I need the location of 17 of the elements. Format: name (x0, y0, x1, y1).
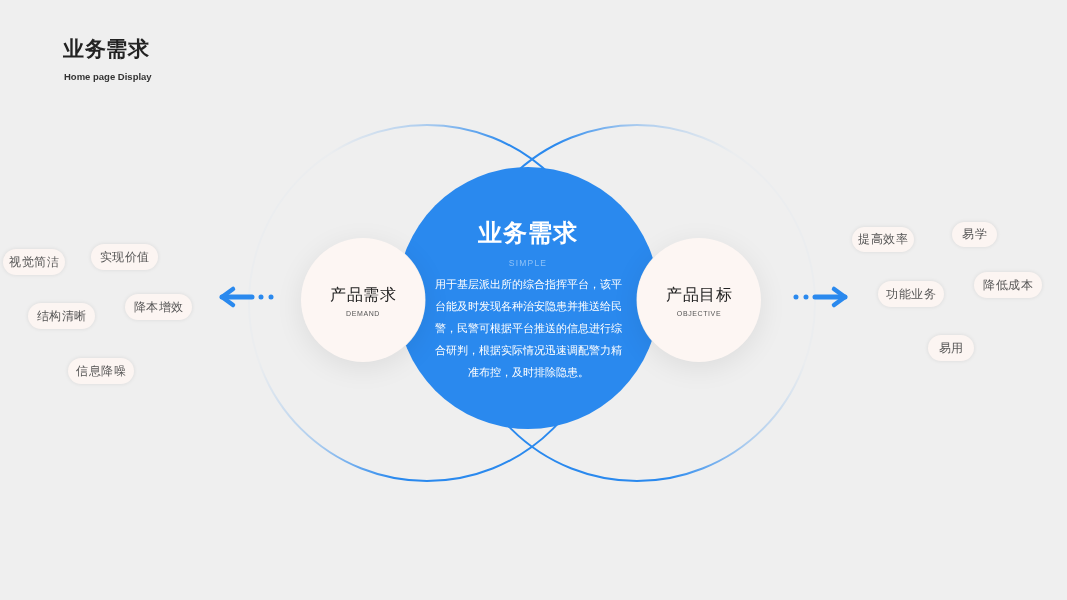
description-text: 用于基层派出所的综合指挥平台，该平台能及时发现各种治安隐患并推送给民警，民警可根据平台推送的信息进行综合研判，根据实际情况迅速调配警力精准布控，及时排除隐患。 (433, 277, 623, 380)
circle-title: 业务需求 (478, 219, 578, 247)
keyword-tag: 结构清晰 (28, 303, 95, 329)
page-title: 业务需求 (63, 37, 149, 61)
keyword-tag: 降本增效 (125, 294, 192, 320)
keyword-tag: 实现价值 (91, 244, 158, 270)
circle-subtitle: SIMPLE (508, 258, 548, 269)
page-subtitle: Home page Display (64, 71, 152, 83)
keyword-tag: 功能业务 (878, 281, 944, 307)
keyword-tag: 视觉简洁 (3, 249, 65, 275)
circle-title: 产品需求 (330, 285, 396, 305)
keyword-tag: 信息降噪 (68, 358, 134, 384)
keyword-tag: 易学 (952, 222, 997, 247)
keyword-tag: 提高效率 (852, 227, 914, 252)
keyword-tag: 易用 (928, 335, 974, 361)
keyword-tag: 降低成本 (974, 272, 1042, 298)
circle-title: 产品目标 (666, 285, 732, 305)
